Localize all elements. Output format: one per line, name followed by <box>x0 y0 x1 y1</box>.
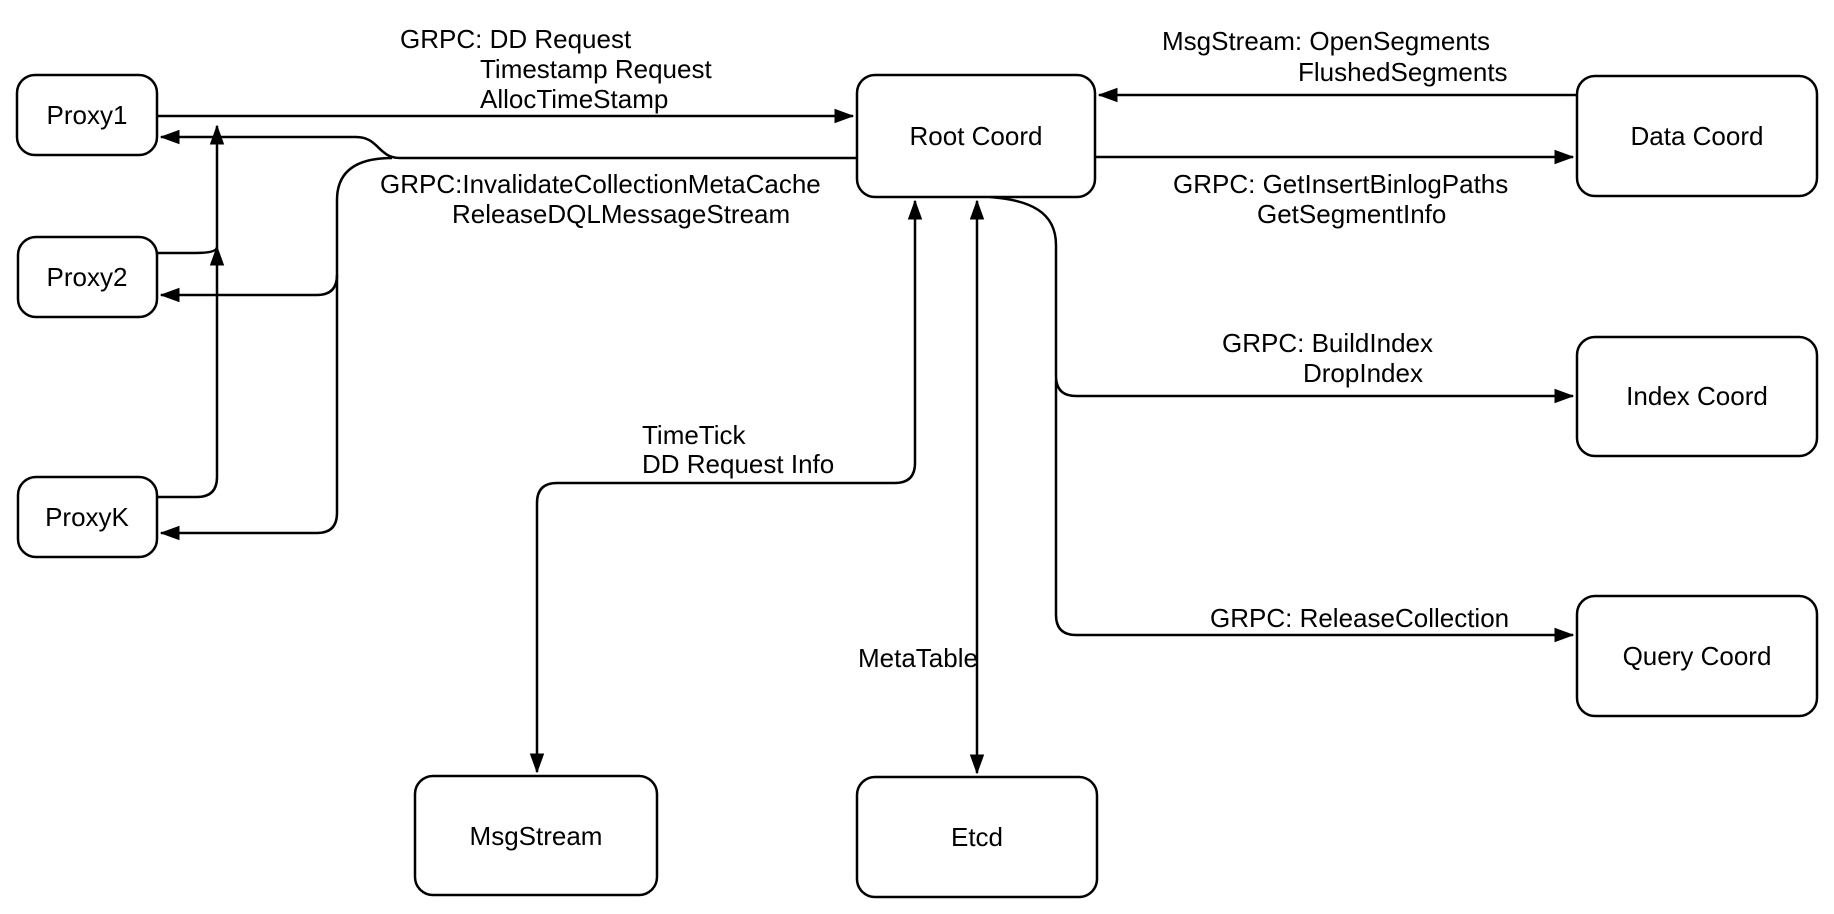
edge-proxyk-merge-trunk <box>157 126 217 499</box>
edge-label-line: GRPC: GetInsertBinlogPaths <box>1173 169 1508 199</box>
node-proxy2: Proxy2 <box>16 235 159 319</box>
edge-label-line: DropIndex <box>1303 358 1423 388</box>
edge-label-root-to-msgstream: TimeTick DD Request Info <box>642 420 834 479</box>
edge-label-line: MetaTable <box>858 643 978 673</box>
edge-label-line: FlushedSegments <box>1298 57 1508 87</box>
edge-label-root-to-etcd: MetaTable <box>858 643 978 673</box>
edge-label-line: ReleaseDQLMessageStream <box>452 199 790 229</box>
edge-label-root-to-proxies: GRPC:InvalidateCollectionMetaCache Relea… <box>380 169 821 229</box>
node-query-coord-label: Query Coord <box>1623 641 1772 671</box>
edge-label-line: GRPC:InvalidateCollectionMetaCache <box>380 169 821 199</box>
edge-label-line: AllocTimeStamp <box>480 84 668 114</box>
edge-label-line: GRPC: ReleaseCollection <box>1210 603 1509 633</box>
edge-root-coord-to-proxyk <box>161 156 393 533</box>
node-etcd-label: Etcd <box>951 822 1003 852</box>
edge-root-coord-to-query-coord <box>1054 380 1573 635</box>
node-proxy1-label: Proxy1 <box>47 100 128 130</box>
edge-label-proxies-to-root: GRPC: DD Request Timestamp Request Alloc… <box>400 24 712 114</box>
edge-label-line: MsgStream: OpenSegments <box>1162 26 1490 56</box>
edge-label-line: GRPC: BuildIndex <box>1222 328 1433 358</box>
node-etcd: Etcd <box>855 775 1099 899</box>
node-root-coord: Root Coord <box>855 73 1097 199</box>
edge-root-coord-to-proxy2 <box>161 274 339 295</box>
node-msgstream: MsgStream <box>413 774 659 897</box>
edge-label-data-to-root: MsgStream: OpenSegments FlushedSegments <box>1162 26 1508 87</box>
edge-label-line: GetSegmentInfo <box>1257 199 1446 229</box>
edge-root-coord-to-index-coord <box>989 195 1573 396</box>
edge-proxy2-merge <box>157 247 217 253</box>
edge-root-coord-to-proxy1 <box>161 137 857 160</box>
edge-label-line: Timestamp Request <box>480 54 712 84</box>
edge-label-line: TimeTick <box>642 420 747 450</box>
edge-label-root-to-data: GRPC: GetInsertBinlogPaths GetSegmentInf… <box>1173 169 1508 229</box>
edge-label-root-to-index: GRPC: BuildIndex DropIndex <box>1222 328 1433 388</box>
node-proxyk-label: ProxyK <box>45 502 129 532</box>
node-proxy1: Proxy1 <box>15 73 159 157</box>
edge-label-root-to-query: GRPC: ReleaseCollection <box>1210 603 1509 633</box>
node-data-coord: Data Coord <box>1575 74 1819 198</box>
node-data-coord-label: Data Coord <box>1631 121 1764 151</box>
edge-label-line: DD Request Info <box>642 449 834 479</box>
node-index-coord: Index Coord <box>1575 335 1819 458</box>
node-query-coord: Query Coord <box>1575 594 1819 718</box>
node-root-coord-label: Root Coord <box>910 121 1043 151</box>
edge-label-line: GRPC: DD Request <box>400 24 632 54</box>
node-proxyk: ProxyK <box>16 475 159 559</box>
node-index-coord-label: Index Coord <box>1626 381 1768 411</box>
node-msgstream-label: MsgStream <box>470 821 603 851</box>
node-proxy2-label: Proxy2 <box>47 262 128 292</box>
edge-root-coord-to-msgstream <box>537 201 915 772</box>
